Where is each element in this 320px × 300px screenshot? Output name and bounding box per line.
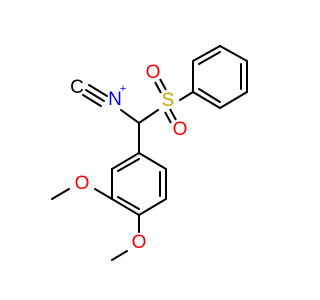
so-double-bond-top <box>159 78 167 91</box>
ring-bond <box>219 91 248 109</box>
ring-double-bond <box>198 88 221 103</box>
isocyanide-triple-bond <box>82 84 108 107</box>
ring-bond <box>192 45 221 62</box>
isocyanide-carbon-label: C <box>70 77 84 98</box>
sulfonyl-oxygen-bottom-label: O <box>173 119 188 140</box>
ring-double-bond <box>117 196 140 210</box>
ring-bond <box>192 91 221 109</box>
so-double-bond-top <box>154 81 162 94</box>
phenyl-ring <box>192 45 248 109</box>
ring-bond <box>111 152 140 170</box>
sulfur-phenyl-bond <box>179 91 194 101</box>
ring-bond <box>111 198 140 216</box>
sulfur-atom-label: S <box>162 90 175 111</box>
nitrogen-charge-label: + <box>120 83 126 95</box>
so-double-bond-bottom <box>169 108 177 121</box>
so-double-bond-bottom <box>164 111 172 124</box>
ring-double-bond <box>117 158 140 172</box>
ch-nitrogen-bond <box>120 109 140 124</box>
ring-bond <box>138 198 167 216</box>
triple-bond-line <box>85 89 105 102</box>
chemical-structure-diagram: N + C S O O O O <box>51 45 248 261</box>
molecule-canvas: N + C S O O O O <box>51 45 248 261</box>
ring-bond <box>138 152 167 170</box>
sulfonyl-oxygen-top-label: O <box>146 62 161 83</box>
o-methyl-bond <box>111 250 128 261</box>
o-methyl-bond <box>51 188 70 200</box>
methoxy-oxygen-2-label: O <box>132 232 147 253</box>
methoxy-oxygen-1-label: O <box>75 173 90 194</box>
ch-sulfur-bond <box>138 109 159 124</box>
triple-bond-line <box>82 94 102 107</box>
dimethoxyphenyl-ring <box>111 152 167 216</box>
ring-double-bond <box>198 51 221 65</box>
triple-bond-line <box>88 84 108 97</box>
nitrogen-atom-label: N <box>108 89 122 110</box>
ring-bond <box>219 45 248 62</box>
aryl-o-bond <box>94 188 113 200</box>
sulfonyl-bonds <box>154 78 177 124</box>
